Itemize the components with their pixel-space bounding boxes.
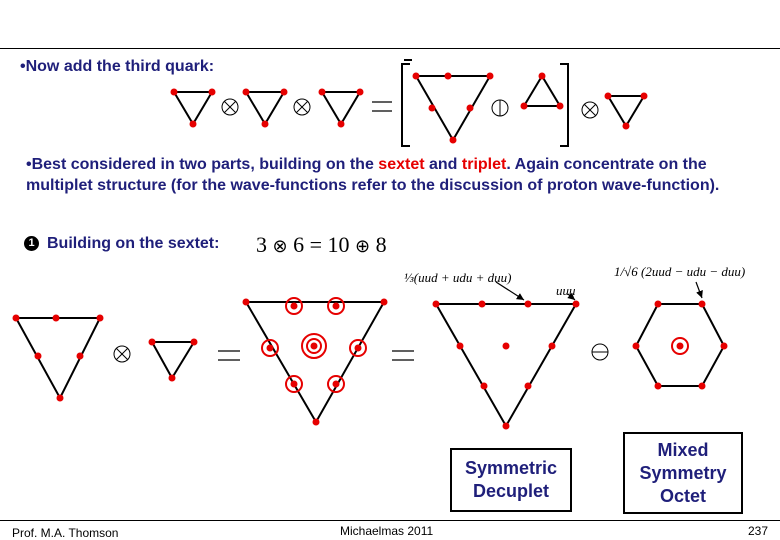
equation-sextet: 3 ⊗ 6 = 10 ⊕ 8 [256,232,387,257]
bullet-two-parts: •Best considered in two parts, building … [26,154,756,196]
decuplet-box: Symmetric Decuplet [450,448,572,512]
double-circle-markers [261,297,367,393]
otimes-icon-2 [293,98,311,116]
eq-equals: = [309,232,323,257]
footer-term: Michaelmas 2011 [340,524,434,538]
mixed-wavefunction: 1/√6 (2uud − udu − duu) [614,264,746,279]
decuplet-line2: Decuplet [472,481,550,501]
sextet-heading: 1 Building on the sextet: [24,233,219,254]
sextet-word: sextet [378,156,425,173]
octet-line2: Symmetry [639,462,727,483]
decuplet-line1: Symmetric [464,458,558,478]
bullet-two-parts-pre: •Best considered in two parts, building … [26,156,379,173]
top-antitriplet-1 [172,91,214,126]
eq-mid: 6 [293,232,305,257]
sextet-triangle [14,317,102,401]
otimes-icon-3 [581,101,599,119]
numbered-bullet-icon: 1 [24,236,39,251]
octet-line3: Octet [659,485,706,506]
footer-author: Prof. M.A. Thomson [12,526,119,540]
octet-line1: Mixed [657,439,709,460]
otimes-icon-1 [221,98,239,116]
decuplet-triangle [434,303,578,429]
oplus-icon-top [491,99,509,117]
bullet-two-parts-mid: and [424,156,462,173]
header-rule [0,48,780,49]
equals-sign-2 [392,350,414,361]
eq-lhs: 3 [256,232,267,257]
bracket [401,59,569,147]
page-number: 237 [748,524,769,538]
symmetric-wavefunction: ⅓(uud + udu + duu) [404,270,512,285]
sextet-heading-label: Building on the sextet: [47,235,220,252]
equals-sign-top [372,101,392,112]
equals-sign-1 [218,350,240,361]
otimes-icon-4 [113,345,131,363]
footer-rule [0,520,780,521]
triplet-word: triplet [461,156,507,173]
octet-box: Mixed Symmetry Octet [623,432,743,514]
triplet-triangle [150,341,196,380]
oplus-icon-bottom [591,343,609,361]
bullet-two-parts-post: . Again concentrate on the multiplet str… [26,156,720,194]
bullet-third-quark: •Now add the third quark: [20,58,215,75]
eq-a: 10 [327,232,350,257]
eq-b: 8 [375,232,387,257]
